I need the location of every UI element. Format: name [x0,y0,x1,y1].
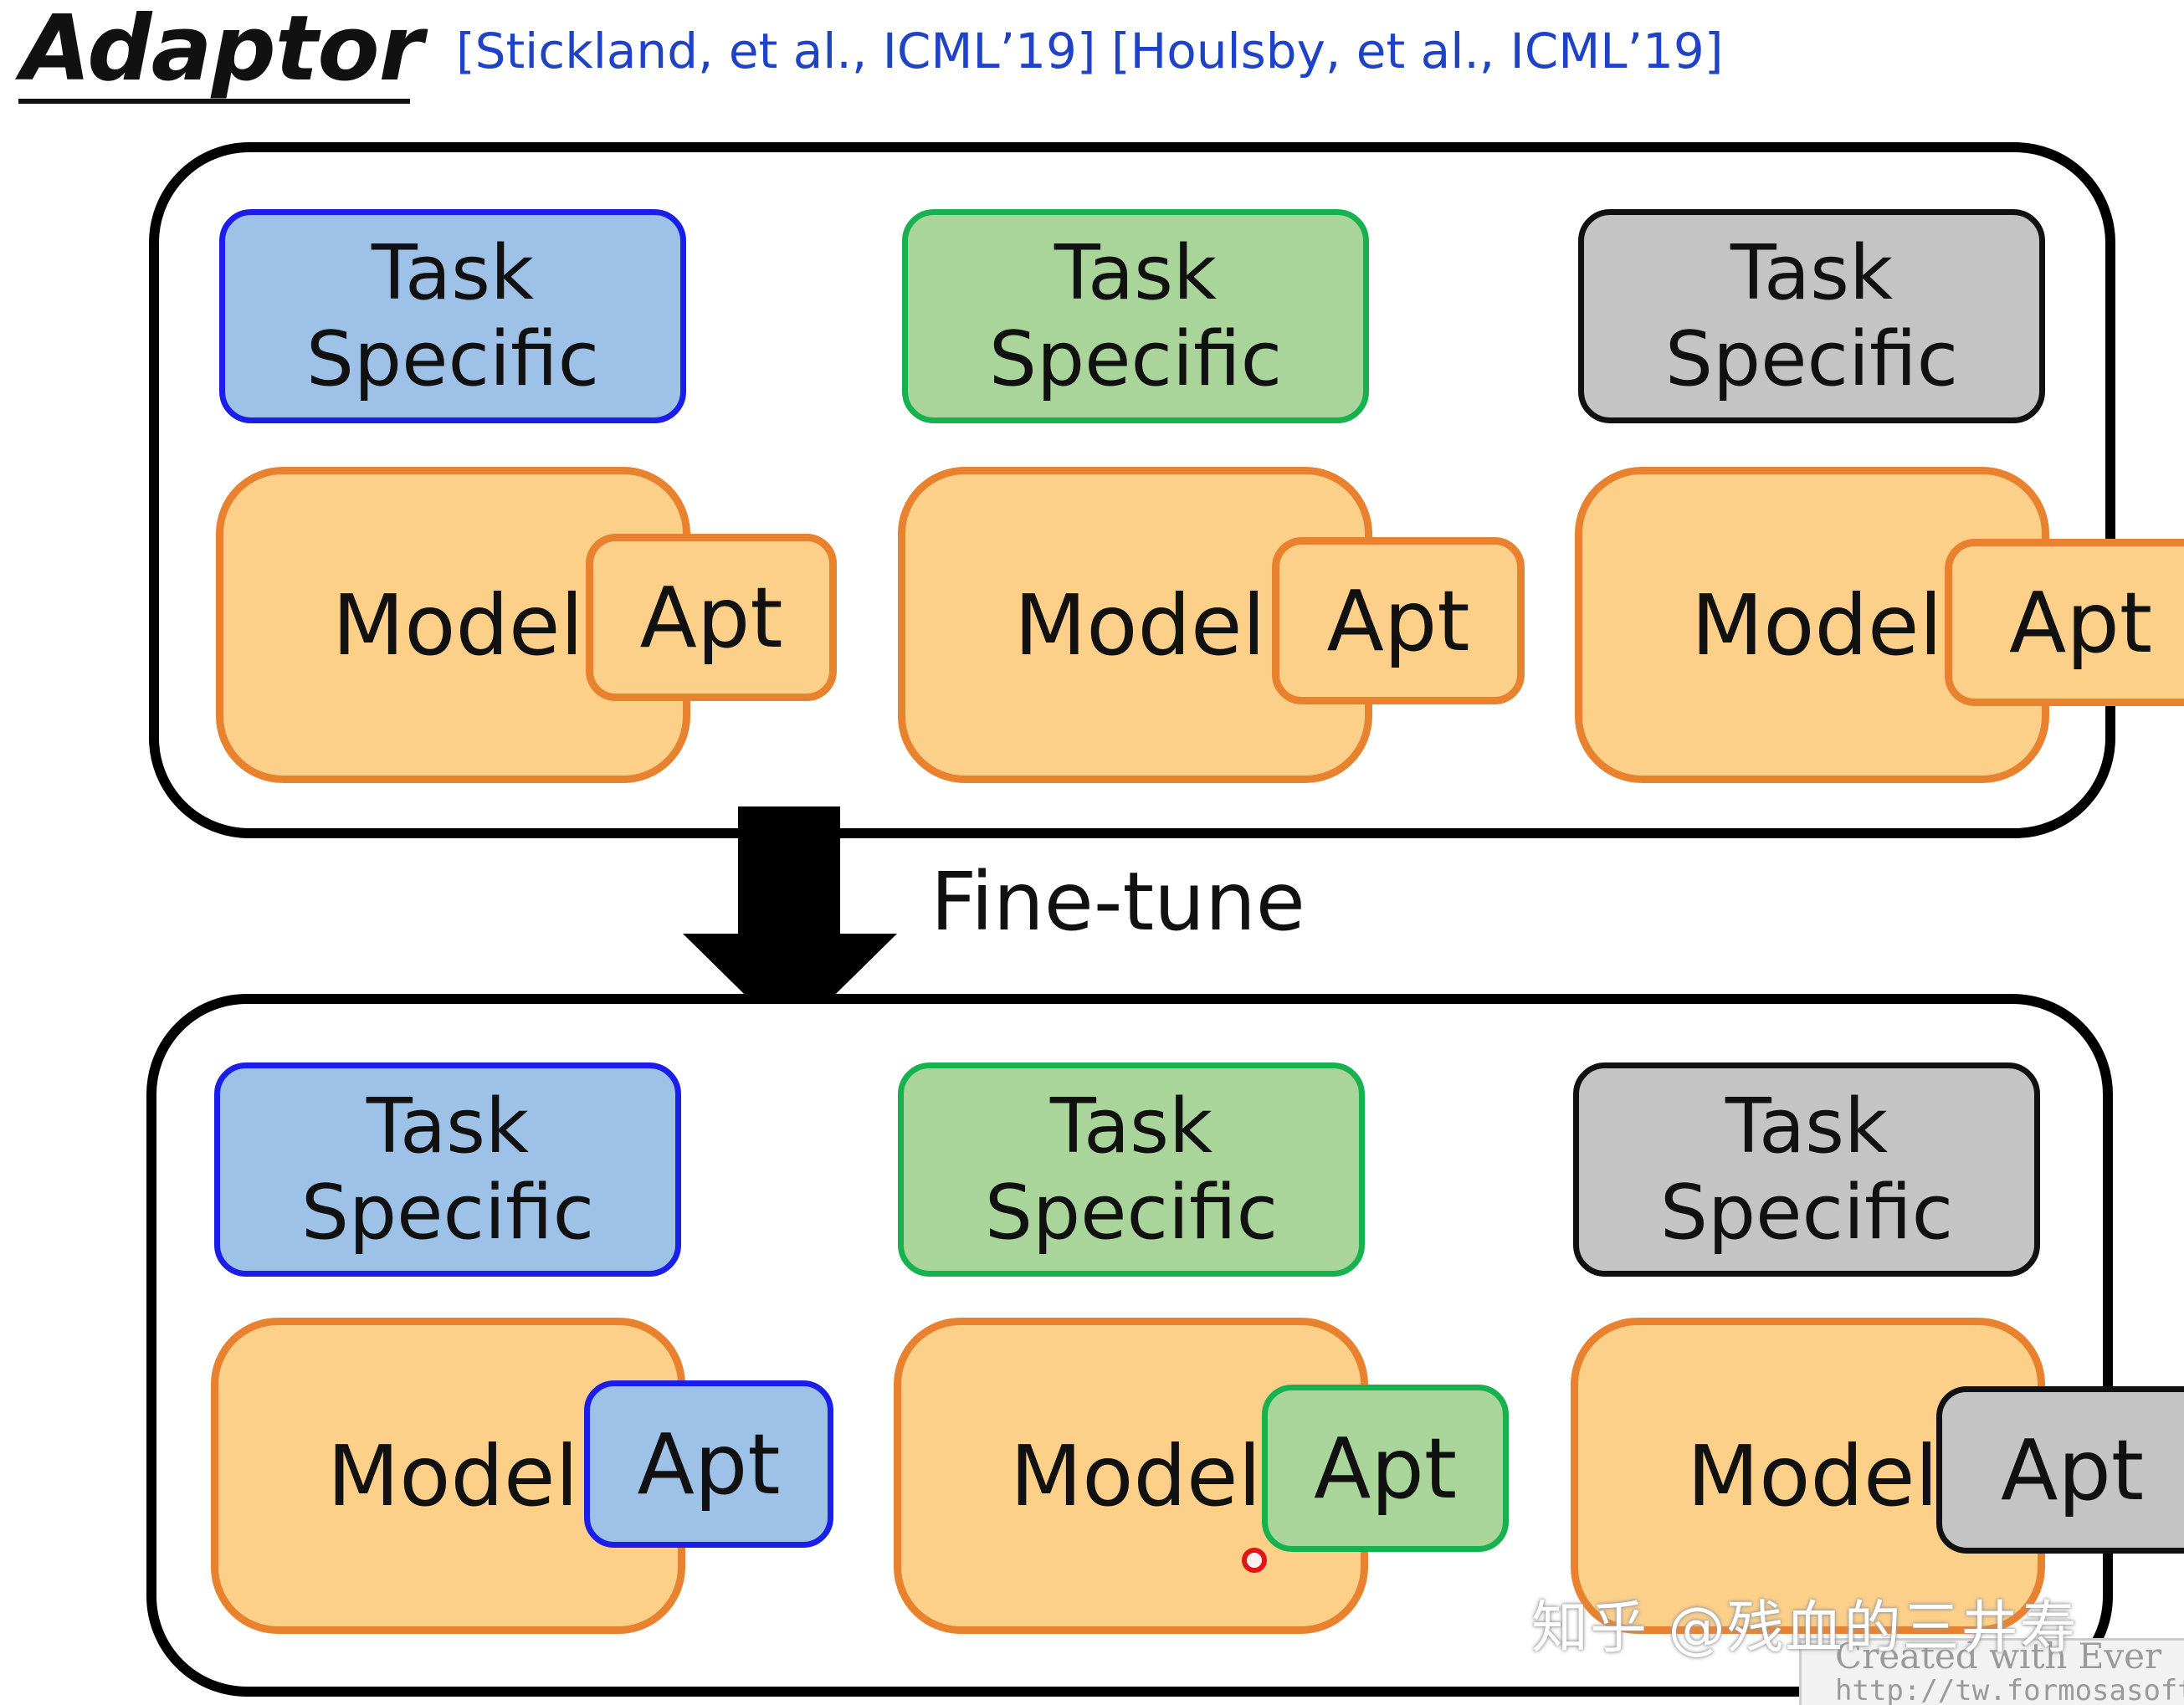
specific-label: Specific [1664,315,1959,403]
model-box-6: Model [1571,1318,2045,1634]
adapter-box-6: Apt [1936,1386,2184,1554]
apt-label: Apt [1313,1419,1458,1518]
model-label: Model [1687,1426,1939,1525]
apt-label: Apt [2001,1421,2145,1519]
credit-line-2: http://tw.formosasoft. [1835,1674,2184,1705]
adapter-box-3: Apt [1945,539,2184,706]
model-label: Model [332,576,584,674]
specific-label: Specific [984,1169,1279,1257]
adapter-box-5: Apt [1262,1385,1509,1552]
task-label: Task [371,228,535,317]
model-label: Model [1691,576,1943,674]
fine-tune-arrow-icon [683,806,897,1039]
specific-label: Specific [305,315,600,403]
apt-label: Apt [1326,571,1470,670]
fine-tune-label: Fine-tune [931,855,1305,949]
references: [Stickland, et al., ICML’19] [Houlsby, e… [456,23,1724,79]
slide-title: Adaptor [21,0,423,101]
credit-line-1: Created with Ever [1835,1638,2162,1677]
title-underline [18,99,410,104]
model-label: Model [327,1426,579,1525]
cursor-indicator [1242,1548,1267,1573]
specific-label: Specific [1659,1169,1954,1257]
task-label: Task [1054,228,1218,317]
model-label: Model [1014,576,1266,674]
task-label: Task [366,1082,530,1170]
credit-box: Created with Ever http://tw.formosasoft. [1799,1638,2184,1705]
specific-label: Specific [988,315,1283,403]
apt-label: Apt [637,1415,781,1513]
specific-label: Specific [300,1169,595,1257]
watermark-text: 知乎 @残血的三井寿 [1531,1595,2079,1661]
model-label: Model [1010,1426,1262,1525]
task-label: Task [1730,228,1894,317]
apt-label: Apt [639,568,783,667]
adapter-box-4: Apt [584,1380,833,1548]
adapter-box-1: Apt [586,534,837,701]
adapter-box-2: Apt [1272,537,1525,704]
apt-label: Apt [2009,573,2153,672]
task-label: Task [1725,1082,1889,1170]
task-label: Task [1049,1082,1213,1170]
